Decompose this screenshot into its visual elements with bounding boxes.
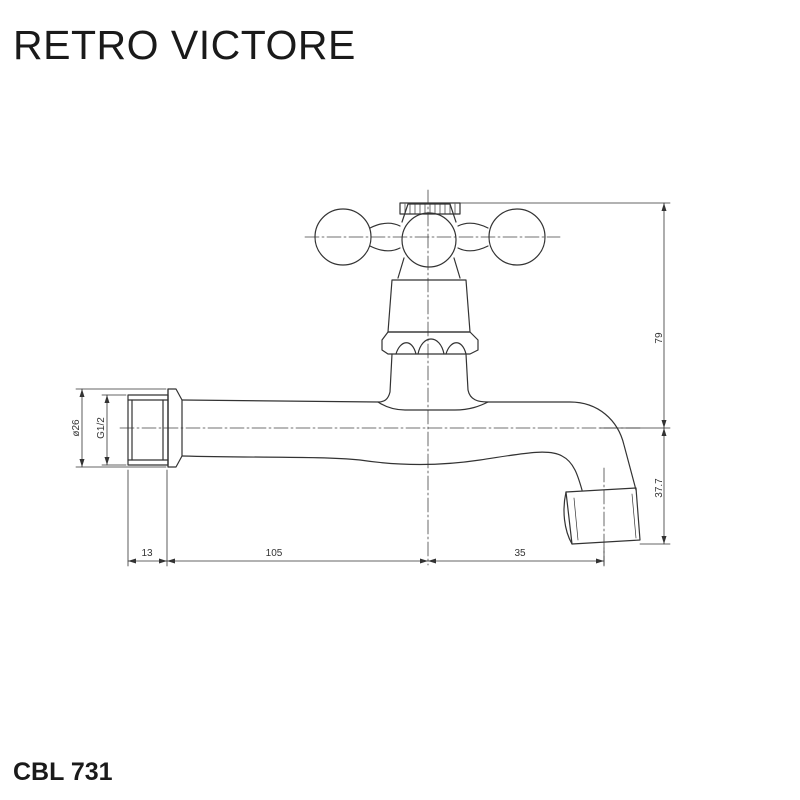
dim-height-label: 79 bbox=[654, 332, 665, 344]
cross-handle bbox=[314, 202, 546, 279]
dimension-lines bbox=[75, 202, 671, 567]
dim-thread-label: G1/2 bbox=[96, 417, 107, 439]
bonnet bbox=[381, 279, 479, 355]
dim-body-length-label: 105 bbox=[266, 548, 283, 559]
dim-spout-drop-label: 37.7 bbox=[654, 478, 665, 498]
arrowheads bbox=[79, 203, 667, 564]
spout-body bbox=[181, 399, 637, 491]
dim-spout-reach-label: 35 bbox=[514, 548, 526, 559]
body-neck bbox=[377, 353, 489, 403]
center-lines bbox=[119, 189, 641, 566]
knurl-lines bbox=[404, 203, 456, 215]
dim-thread-length-label: 13 bbox=[141, 548, 153, 559]
dim-outer-diameter-label: ø26 bbox=[71, 419, 82, 437]
product-title: RETRO VICTORE bbox=[13, 22, 356, 68]
aerator bbox=[563, 487, 641, 545]
inlet-connection bbox=[127, 388, 183, 468]
product-code: CBL 731 bbox=[13, 758, 113, 786]
